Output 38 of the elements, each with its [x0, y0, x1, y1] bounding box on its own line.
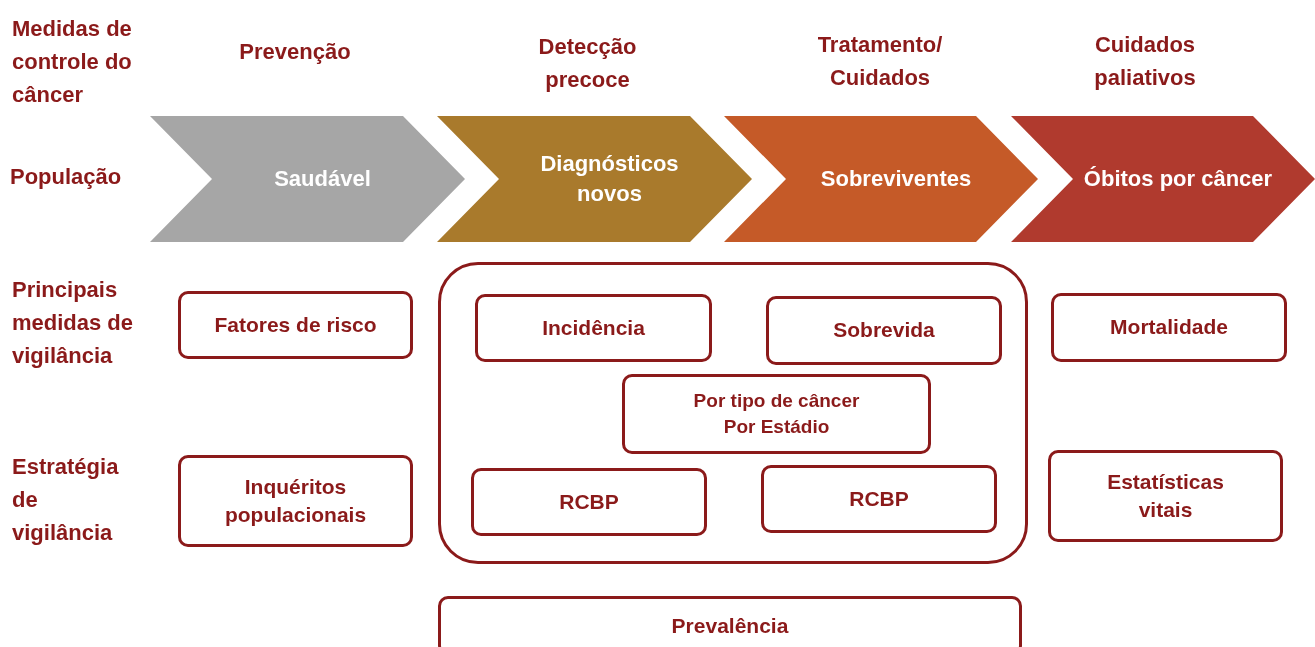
box-text: Óbitos por câncer [1083, 165, 1273, 194]
box-text: Saudável [274, 165, 371, 194]
measure-box [178, 291, 413, 359]
measure-box [761, 465, 997, 533]
column-header: Prevenção [238, 38, 352, 66]
measure-box [1051, 293, 1287, 362]
population-stage-band [1011, 116, 1315, 242]
box-text: Sobreviventes [820, 165, 972, 194]
box-text: Inquéritos populacionais [223, 473, 368, 528]
box-text: Diagnósticos novos [539, 150, 680, 208]
column-header: Detecção precoce [537, 33, 638, 94]
box-text: Incidência [542, 314, 645, 341]
measure-box [178, 455, 413, 547]
measure-box [622, 374, 931, 454]
measure-box [1048, 450, 1283, 542]
measure-box [471, 468, 707, 536]
column-header: Tratamento/ Cuidados [816, 31, 944, 92]
box-text: RCBP [559, 488, 619, 515]
measure-box [475, 294, 712, 362]
box-text: Estatísticas vitais [1106, 468, 1225, 523]
box-text: Mortalidade [1110, 314, 1228, 341]
population-stage-band [437, 116, 752, 242]
row-header: População [10, 163, 123, 191]
row-header: Principais medidas de vigilância [12, 276, 135, 370]
container-box [438, 262, 1028, 564]
box-text: Prevalência [671, 612, 789, 639]
measure-box [766, 296, 1002, 365]
row-header: Medidas de controle do câncer [12, 15, 133, 109]
population-stage-band [150, 116, 465, 242]
measure-box [438, 596, 1022, 647]
box-text: Por Estádio [723, 415, 830, 439]
population-stage-band [724, 116, 1038, 242]
box-text: Por tipo de câncer [693, 389, 860, 414]
box-text: Fatores de risco [214, 311, 377, 338]
column-header: Cuidados paliativos [1093, 31, 1197, 92]
box-text: Sobrevida [833, 317, 935, 344]
row-header: Estratégia de vigilância [12, 453, 120, 547]
box-text: RCBP [849, 485, 909, 512]
